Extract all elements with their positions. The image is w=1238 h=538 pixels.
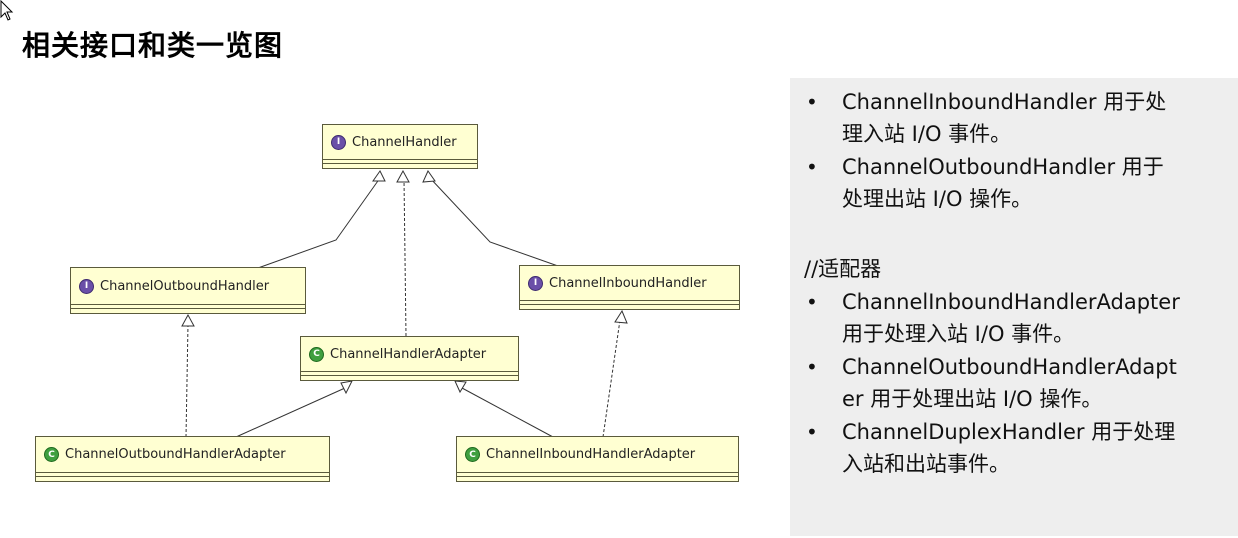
node-channel-outbound-handler: I ChannelOutboundHandler [70, 267, 306, 314]
node-label: ChannelHandlerAdapter [330, 346, 487, 362]
node-label: ChannelOutboundHandlerAdapter [65, 447, 286, 462]
inbound-adapter-to-inbound-arrow [614, 309, 628, 324]
list-item: • ChannelInboundHandler 用于处 理入站 I/O 事件。 [790, 86, 1190, 150]
bullet: • [806, 355, 818, 379]
node-channel-inbound-handler: I ChannelInboundHandler [519, 265, 740, 310]
class-icon: C [465, 447, 480, 462]
adapter-to-handler-line [403, 178, 407, 337]
list-item-line: 用于处理入站 I/O 事件。 [842, 322, 1075, 346]
list-item-line: 处理出站 I/O 操作。 [842, 187, 1033, 211]
adapter-section-label: //适配器 [804, 257, 882, 281]
list-item: • ChannelDuplexHandler 用于处理 入站和出站事件。 [790, 416, 1190, 480]
notes-panel: • ChannelInboundHandler 用于处 理入站 I/O 事件。 … [790, 78, 1238, 536]
diagram-connectors [181, 169, 628, 438]
list-item-line: ChannelInboundHandler 用于处 [842, 90, 1167, 114]
interface-icon: I [79, 278, 94, 294]
inbound-adapter-to-adapter-line [461, 387, 554, 438]
handler-list: • ChannelInboundHandler 用于处 理入站 I/O 事件。 … [790, 86, 1190, 216]
outbound-adapter-to-outbound-line [185, 323, 189, 438]
list-item-line: ChannelDuplexHandler 用于处理 [842, 420, 1176, 444]
list-item: • ChannelOutboundHandlerAdapt er 用于处理出站 … [790, 351, 1190, 415]
outbound-adapter-to-adapter-arrow [340, 380, 353, 395]
node-channel-handler: I ChannelHandler [322, 124, 478, 169]
inbound-adapter-to-adapter-arrow [454, 380, 467, 394]
inbound-to-handler-line [429, 177, 559, 267]
bullet: • [806, 290, 818, 314]
bullet: • [806, 90, 818, 114]
class-icon: C [309, 346, 324, 362]
node-label: ChannelInboundHandlerAdapter [486, 447, 696, 462]
list-item-line: ChannelOutboundHandlerAdapt [842, 355, 1177, 379]
interface-icon: I [528, 275, 543, 291]
list-item-line: 理入站 I/O 事件。 [842, 122, 1012, 146]
node-channel-inbound-handler-adapter: C ChannelInboundHandlerAdapter [456, 436, 739, 482]
list-item: • ChannelInboundHandlerAdapter 用于处理入站 I/… [790, 286, 1190, 350]
inbound-adapter-to-inbound-line [602, 319, 621, 438]
interface-icon: I [331, 134, 346, 150]
class-diagram: I ChannelHandler I ChannelOutboundHandle… [35, 124, 740, 482]
bullet: • [806, 420, 818, 444]
list-item-line: ChannelOutboundHandler 用于 [842, 155, 1164, 179]
mouse-cursor-icon [0, 0, 14, 21]
list-item: • ChannelOutboundHandler 用于 处理出站 I/O 操作。 [790, 151, 1190, 215]
outbound-adapter-to-outbound-arrow [181, 313, 195, 327]
adapter-list: • ChannelInboundHandlerAdapter 用于处理入站 I/… [790, 286, 1190, 481]
outbound-to-handler-arrow [372, 170, 386, 182]
list-item-line: er 用于处理出站 I/O 操作。 [842, 387, 1103, 411]
node-channel-handler-adapter: C ChannelHandlerAdapter [300, 336, 519, 381]
node-label: ChannelHandler [352, 134, 457, 150]
list-item-line: ChannelInboundHandlerAdapter [842, 290, 1180, 314]
node-label: ChannelOutboundHandler [100, 278, 270, 294]
page-title: 相关接口和类一览图 [22, 29, 284, 62]
node-label: ChannelInboundHandler [549, 275, 707, 291]
list-item-line: 入站和出站事件。 [842, 452, 1010, 476]
inbound-to-handler-arrow [422, 169, 436, 183]
outbound-adapter-to-adapter-line [235, 387, 346, 438]
adapter-to-handler-arrow [396, 169, 410, 183]
class-icon: C [44, 447, 59, 462]
outbound-to-handler-line [257, 177, 381, 269]
bullet: • [806, 155, 818, 179]
node-channel-outbound-handler-adapter: C ChannelOutboundHandlerAdapter [35, 436, 330, 482]
